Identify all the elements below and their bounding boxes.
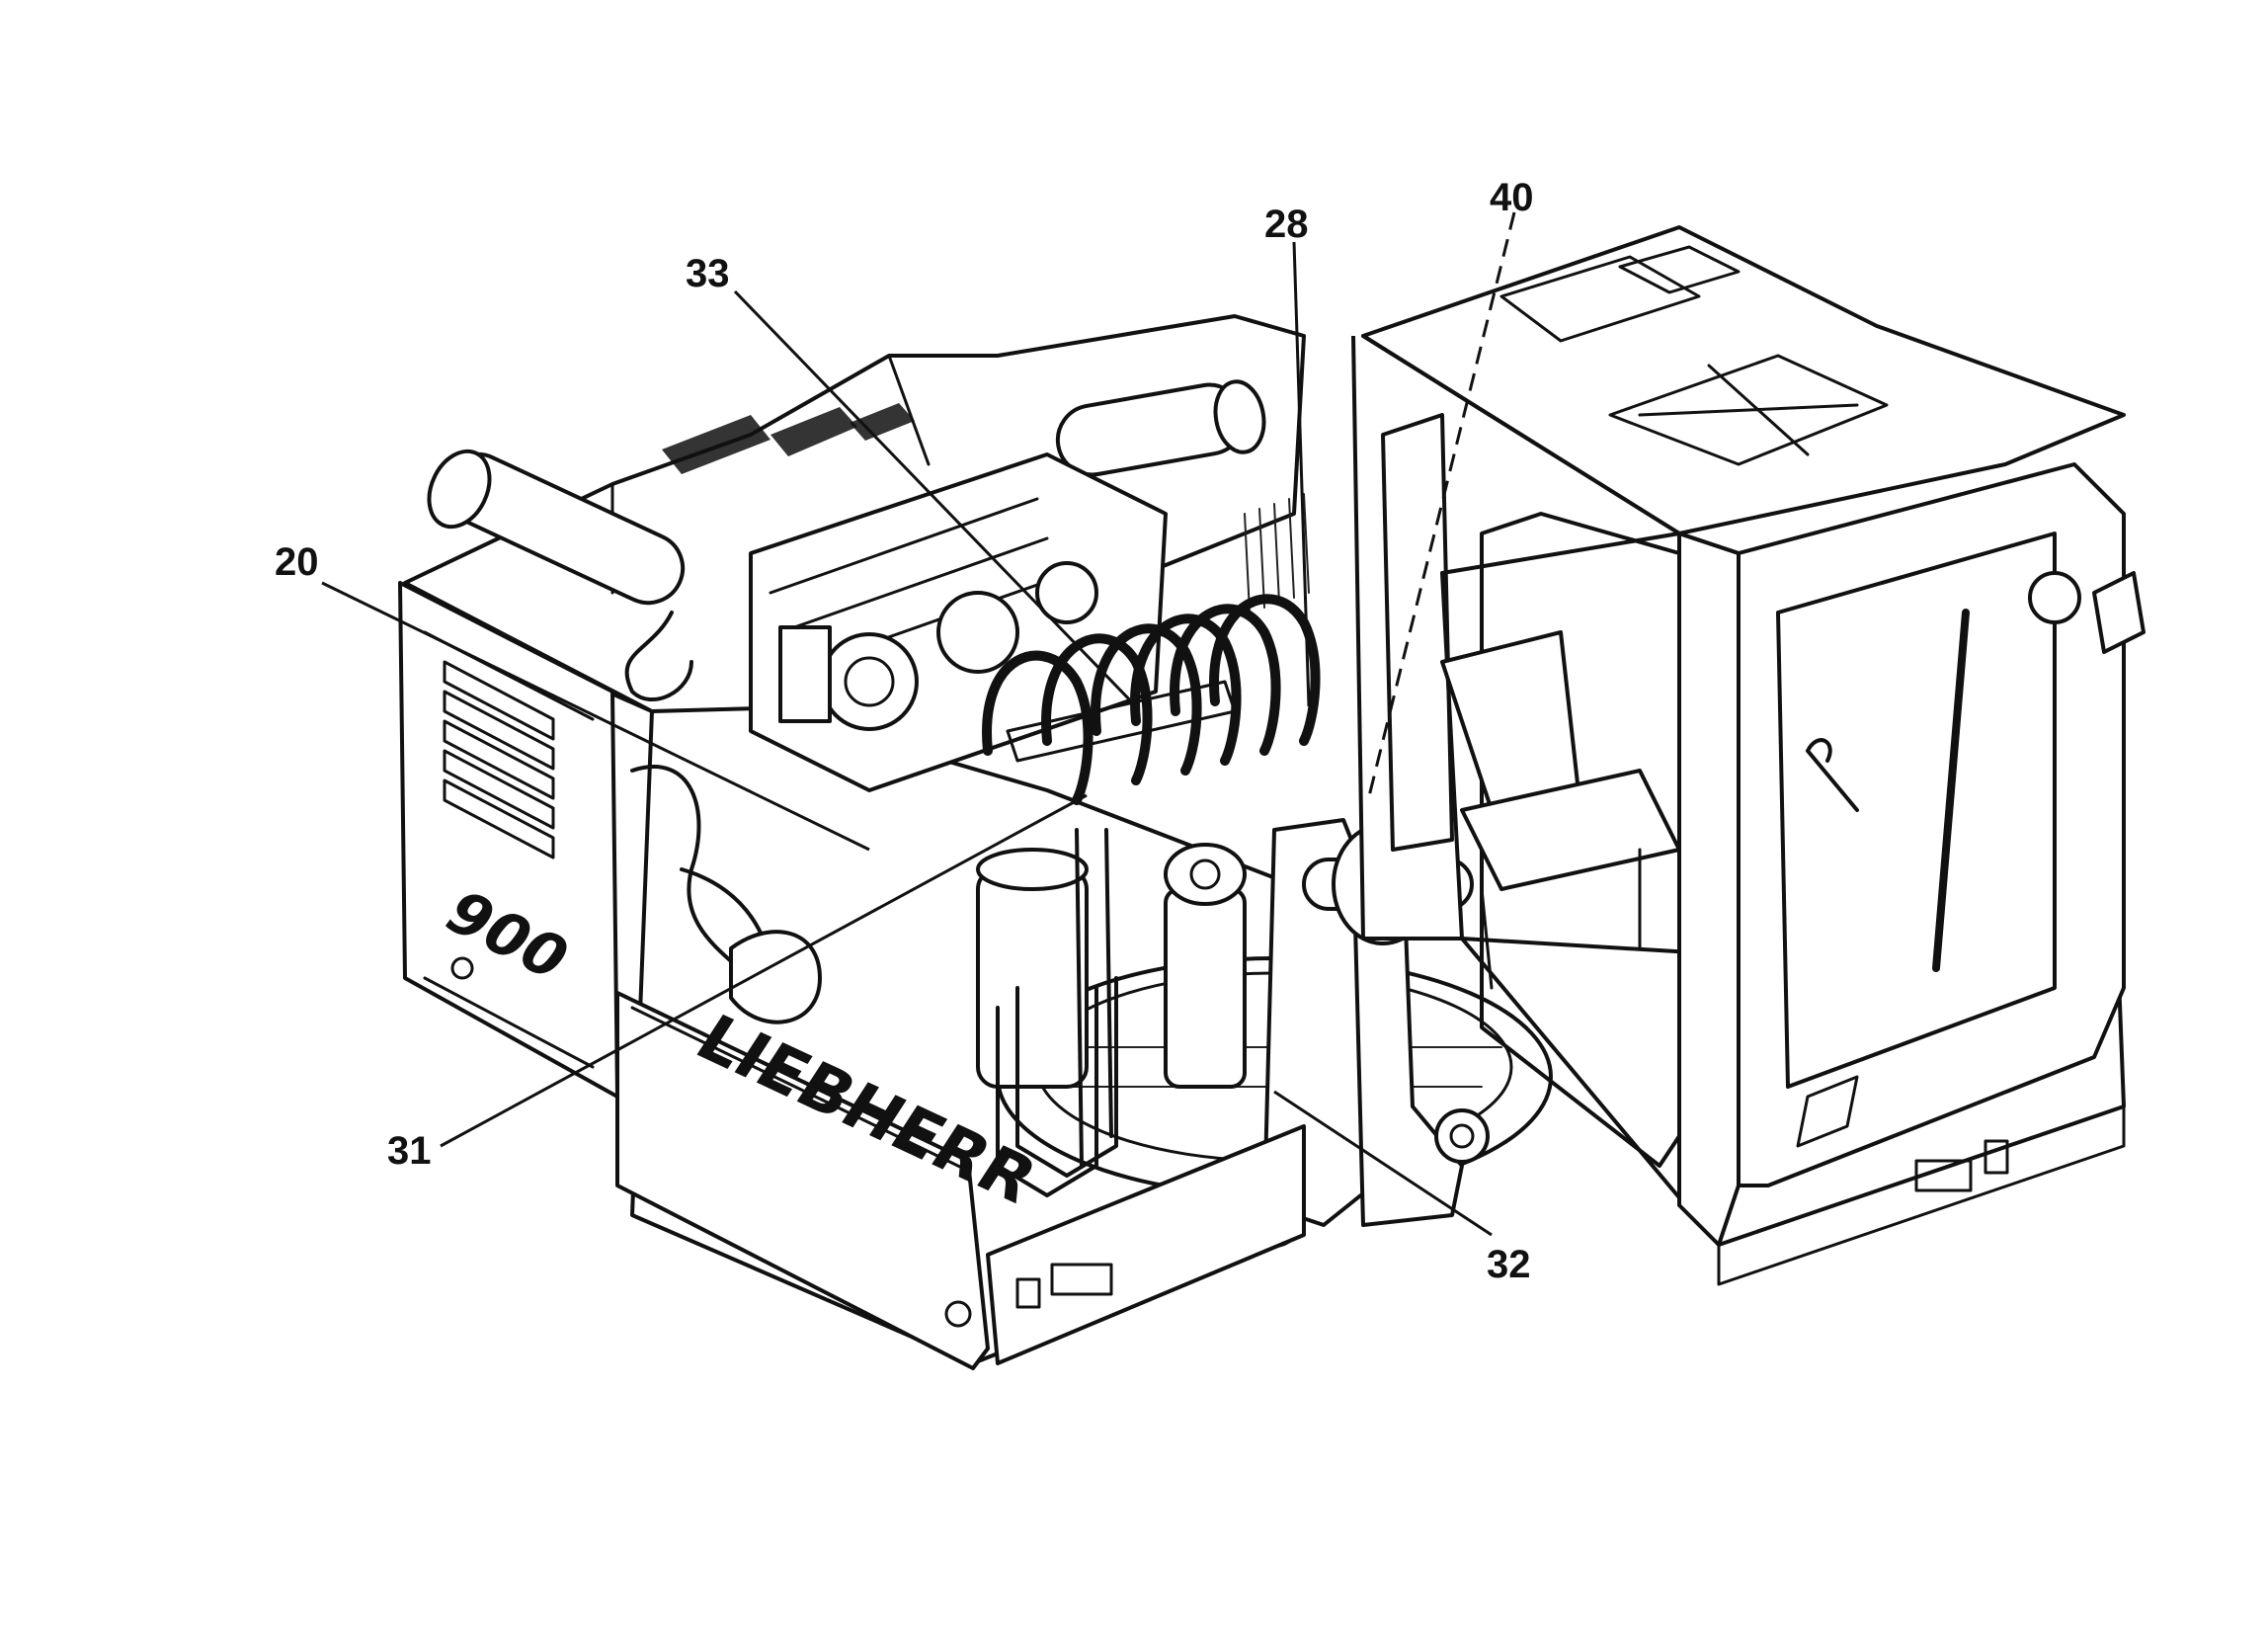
callout-28: 28 <box>1264 203 1311 707</box>
side-grille <box>443 660 555 859</box>
callout-40-label: 40 <box>1490 176 1534 219</box>
callout-31-label: 31 <box>387 1129 432 1173</box>
callout-40-leader <box>1366 211 1516 801</box>
callout-33-label: 33 <box>686 252 730 295</box>
hydraulic-lines <box>996 828 1118 1197</box>
callout-32-label: 32 <box>1487 1243 1531 1286</box>
hydraulic-hose-bundle <box>982 594 1321 805</box>
radiator-fins <box>1244 493 1310 614</box>
top-vents <box>662 403 915 474</box>
engine-block <box>630 452 1168 1024</box>
callout-28-label: 28 <box>1264 203 1309 246</box>
air-filter <box>1055 379 1266 477</box>
callout-33: 33 <box>686 252 1138 708</box>
callout-20: 20 <box>275 540 870 852</box>
callout-40: 40 <box>1490 176 1534 219</box>
callout-20-label: 20 <box>275 540 319 584</box>
callout-32: 32 <box>1273 1090 1531 1286</box>
hydraulic-pump <box>976 843 1247 1089</box>
exhaust-muffler <box>427 449 693 702</box>
callout-31: 31 <box>387 793 1088 1173</box>
